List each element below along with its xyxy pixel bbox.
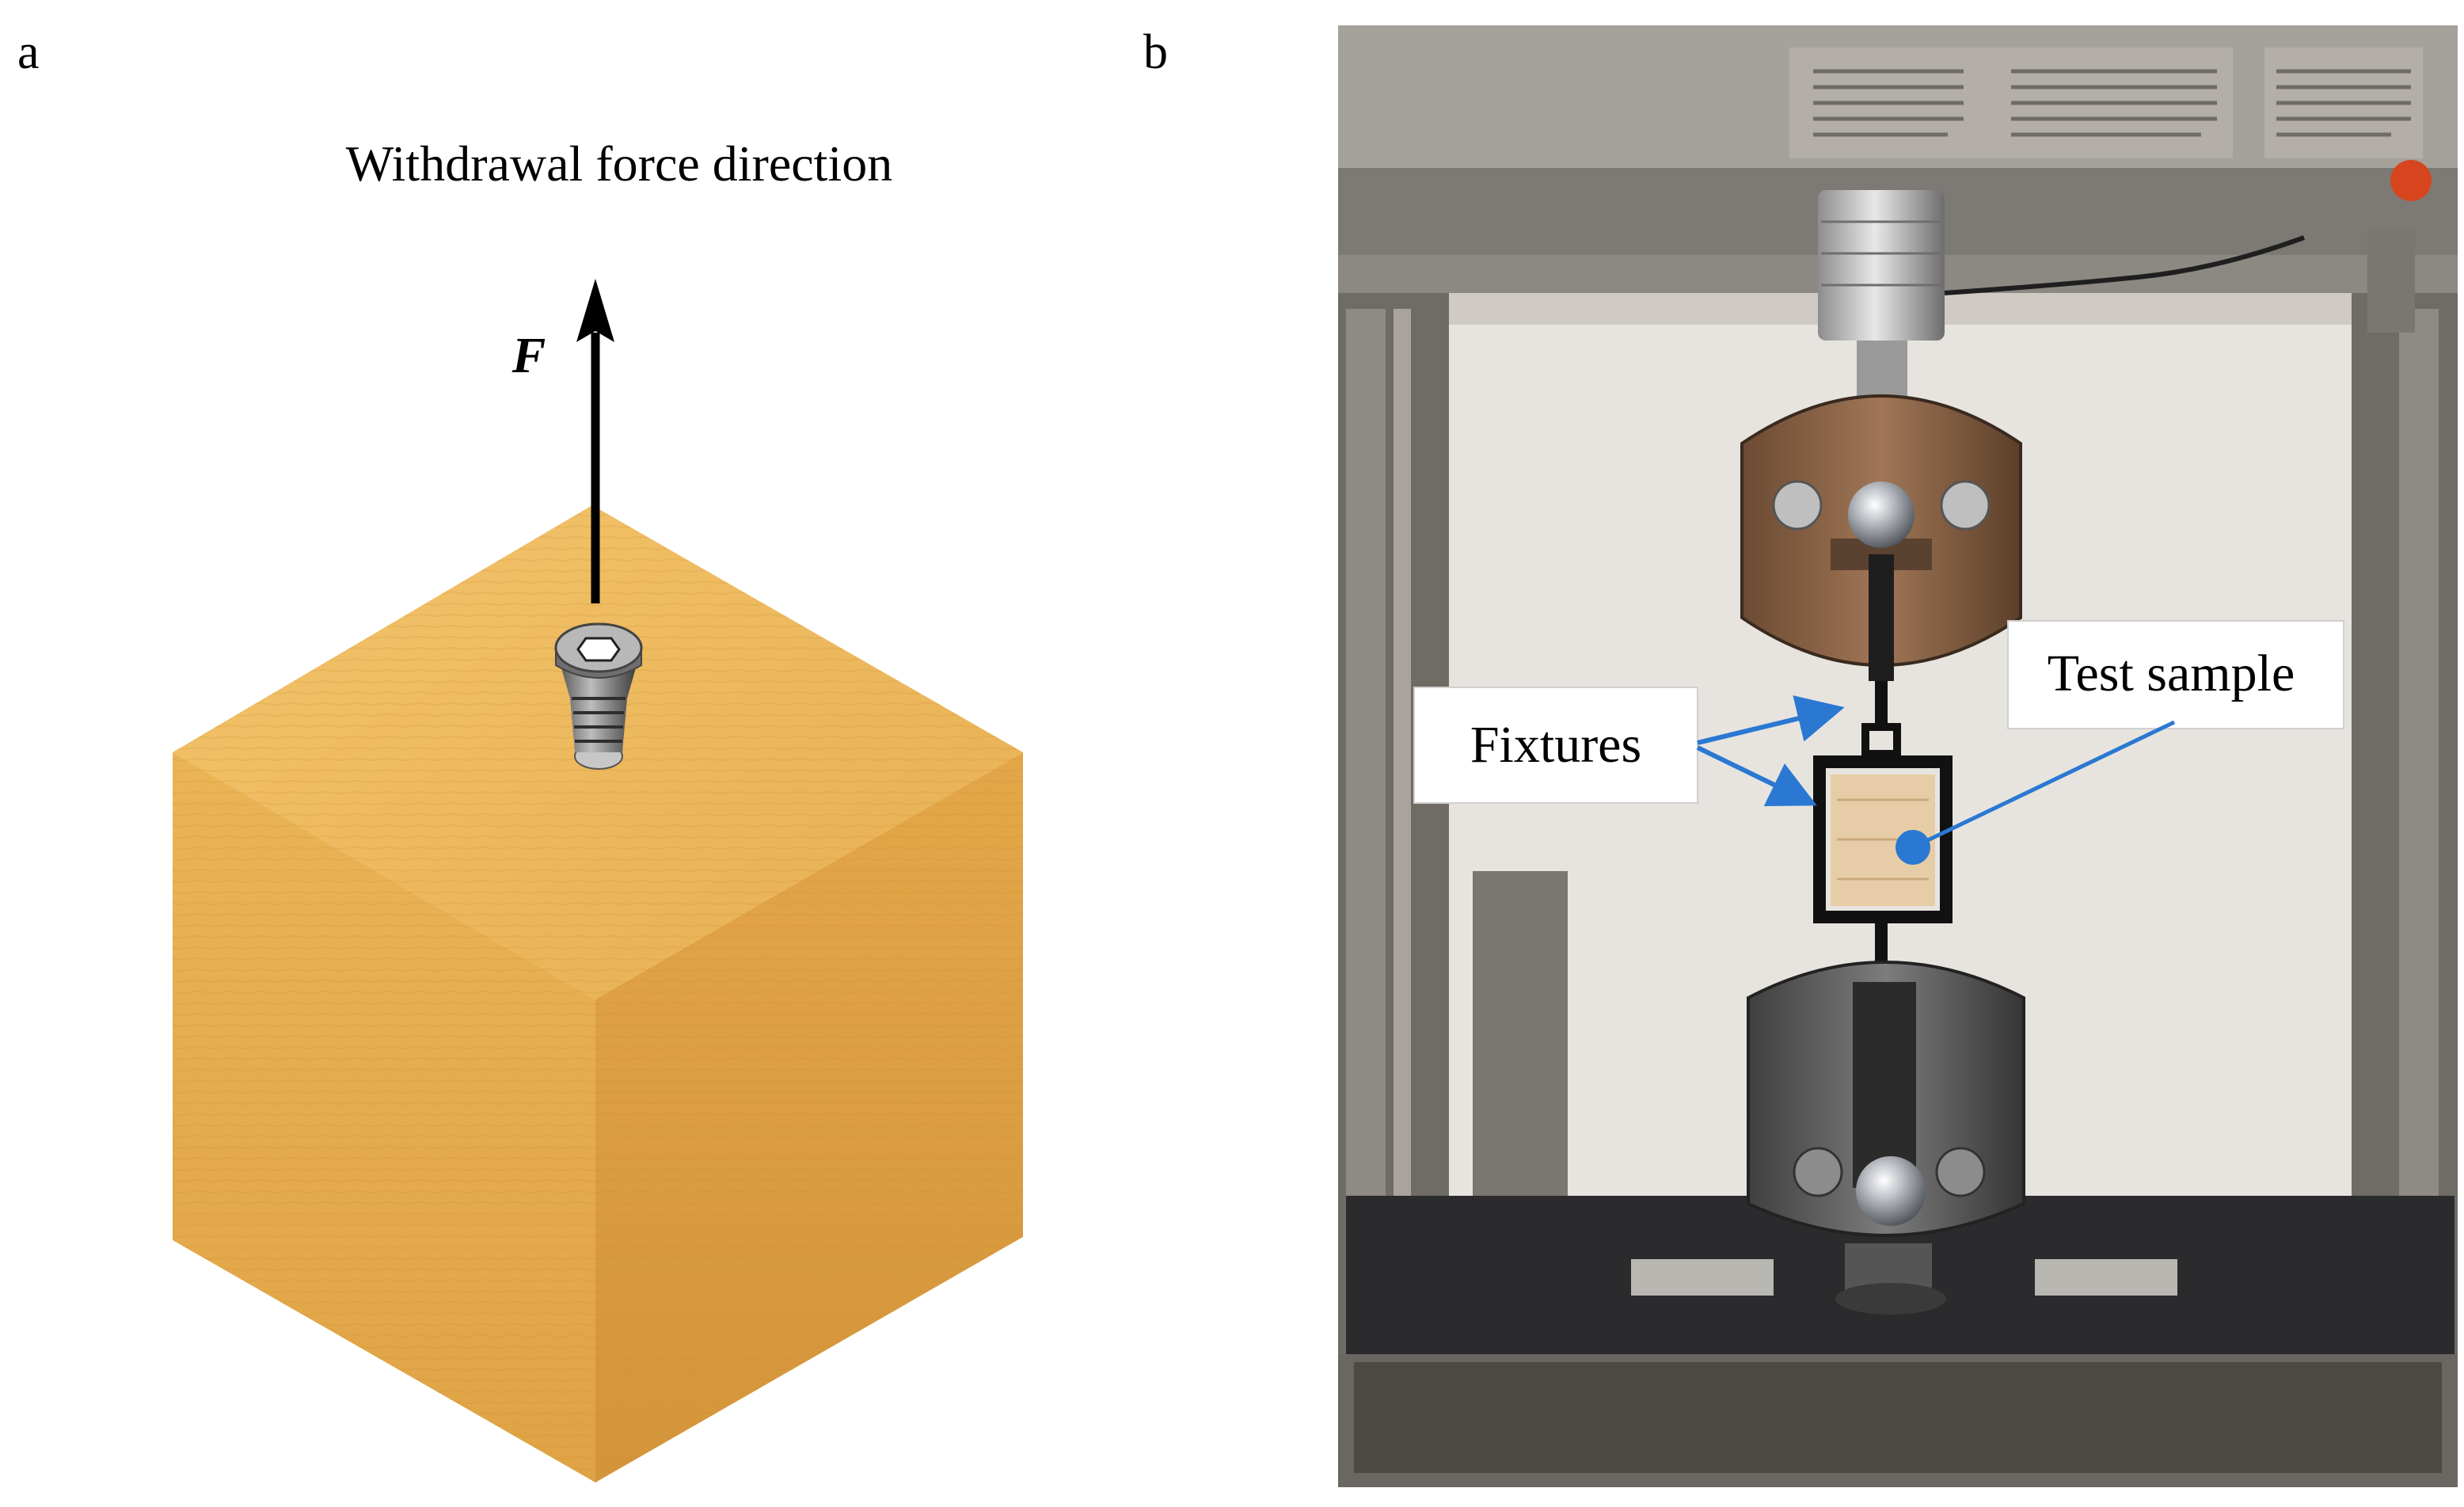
fixtures-arrow-lower xyxy=(1696,745,1817,807)
panel-b-label: b xyxy=(1143,25,1168,79)
callout-test-sample-text: Test sample xyxy=(2048,645,2295,702)
force-symbol: F xyxy=(511,327,546,383)
panel-a: a Withdrawal force direction F xyxy=(17,25,1023,1482)
callout-fixtures-text: Fixtures xyxy=(1470,716,1641,774)
wood-cube-left-grain xyxy=(173,752,595,1482)
callout-fixtures: Fixtures xyxy=(1413,687,1845,807)
panel-b: b xyxy=(1143,25,2458,1487)
panel-a-title: Withdrawal force direction xyxy=(346,135,892,192)
test-sample-pointer xyxy=(1915,720,2176,848)
lower-grip xyxy=(1747,961,2025,1315)
callout-test-sample: Test sample xyxy=(1896,620,2344,865)
force-arrow xyxy=(576,279,614,603)
wood-cube-right-grain xyxy=(595,752,1023,1482)
panel-a-label: a xyxy=(17,25,40,79)
load-cell xyxy=(1818,190,1945,341)
emergency-stop-icon xyxy=(2390,160,2432,201)
upper-grip xyxy=(1740,394,2022,681)
screw-insert-icon xyxy=(554,622,643,770)
test-sample-pointer-dot xyxy=(1896,830,1930,865)
fixtures-arrow-upper xyxy=(1697,695,1845,745)
